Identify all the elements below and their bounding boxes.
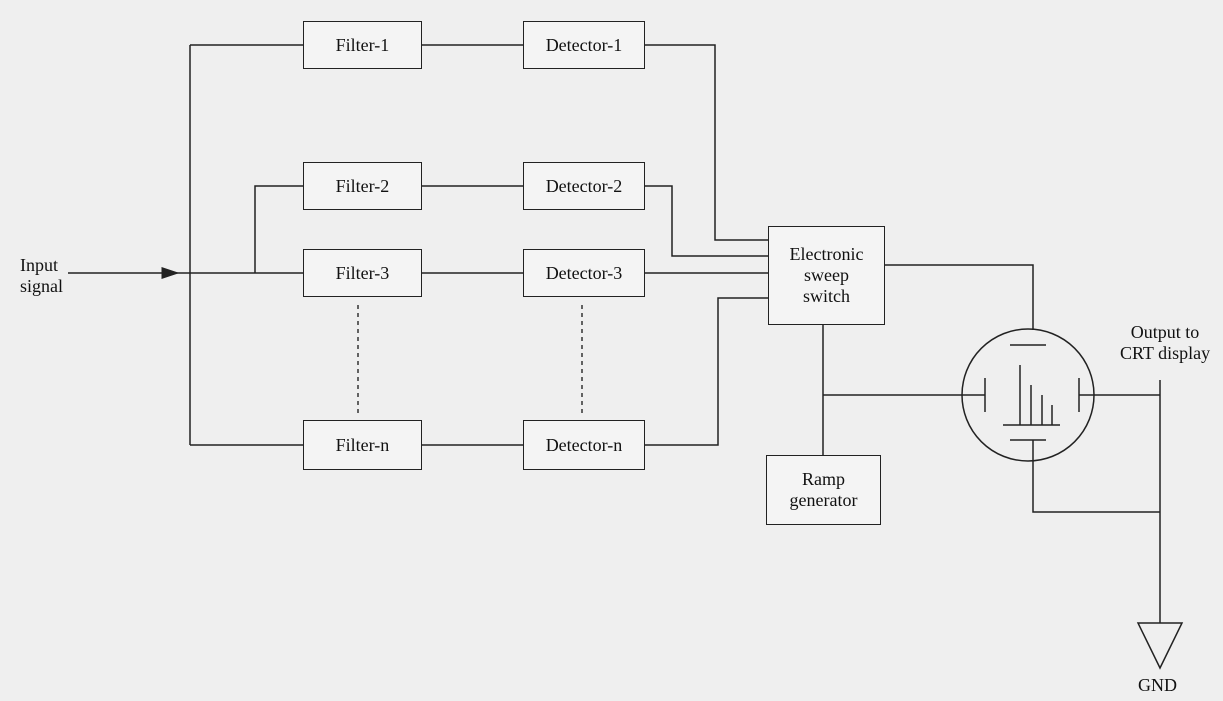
filter-3-block: Filter-3 xyxy=(303,249,422,297)
ramp-generator-block: Ramp generator xyxy=(766,455,881,525)
input-signal-label: Input signal xyxy=(20,255,63,296)
switch-to-crt-wire xyxy=(885,264,1034,330)
filter-1-block: Filter-1 xyxy=(303,21,422,69)
electronic-sweep-switch-block: Electronic sweep switch xyxy=(768,226,885,325)
detector2-to-switch-wire xyxy=(645,185,768,257)
bus-to-filter2-wire xyxy=(254,185,303,273)
detectorn-to-switch-wire xyxy=(645,297,768,446)
detector-2-block: Detector-2 xyxy=(523,162,645,210)
filter-3-label: Filter-3 xyxy=(335,262,390,283)
detector-2-label: Detector-2 xyxy=(545,175,623,196)
ramp-generator-label: Ramp generator xyxy=(789,469,858,510)
filter-2-label: Filter-2 xyxy=(335,175,390,196)
filter-2-block: Filter-2 xyxy=(303,162,422,210)
output-label: Output to CRT display xyxy=(1120,322,1211,363)
filter-1-label: Filter-1 xyxy=(335,34,390,55)
detector1-to-switch-wire xyxy=(645,44,768,241)
filter-n-label: Filter-n xyxy=(335,434,390,455)
detector-3-label: Detector-3 xyxy=(545,262,623,283)
detector-1-label: Detector-1 xyxy=(545,34,623,55)
detector-3-block: Detector-3 xyxy=(523,249,645,297)
ground-label: GND xyxy=(1138,675,1177,695)
ground-icon xyxy=(1136,622,1184,670)
filter-n-block: Filter-n xyxy=(303,420,422,470)
crt-lower-wire xyxy=(1032,440,1160,513)
detector-1-block: Detector-1 xyxy=(523,21,645,69)
sweep-switch-label: Electronic sweep switch xyxy=(789,244,864,306)
detector-n-block: Detector-n xyxy=(523,420,645,470)
detector-n-label: Detector-n xyxy=(545,434,623,455)
